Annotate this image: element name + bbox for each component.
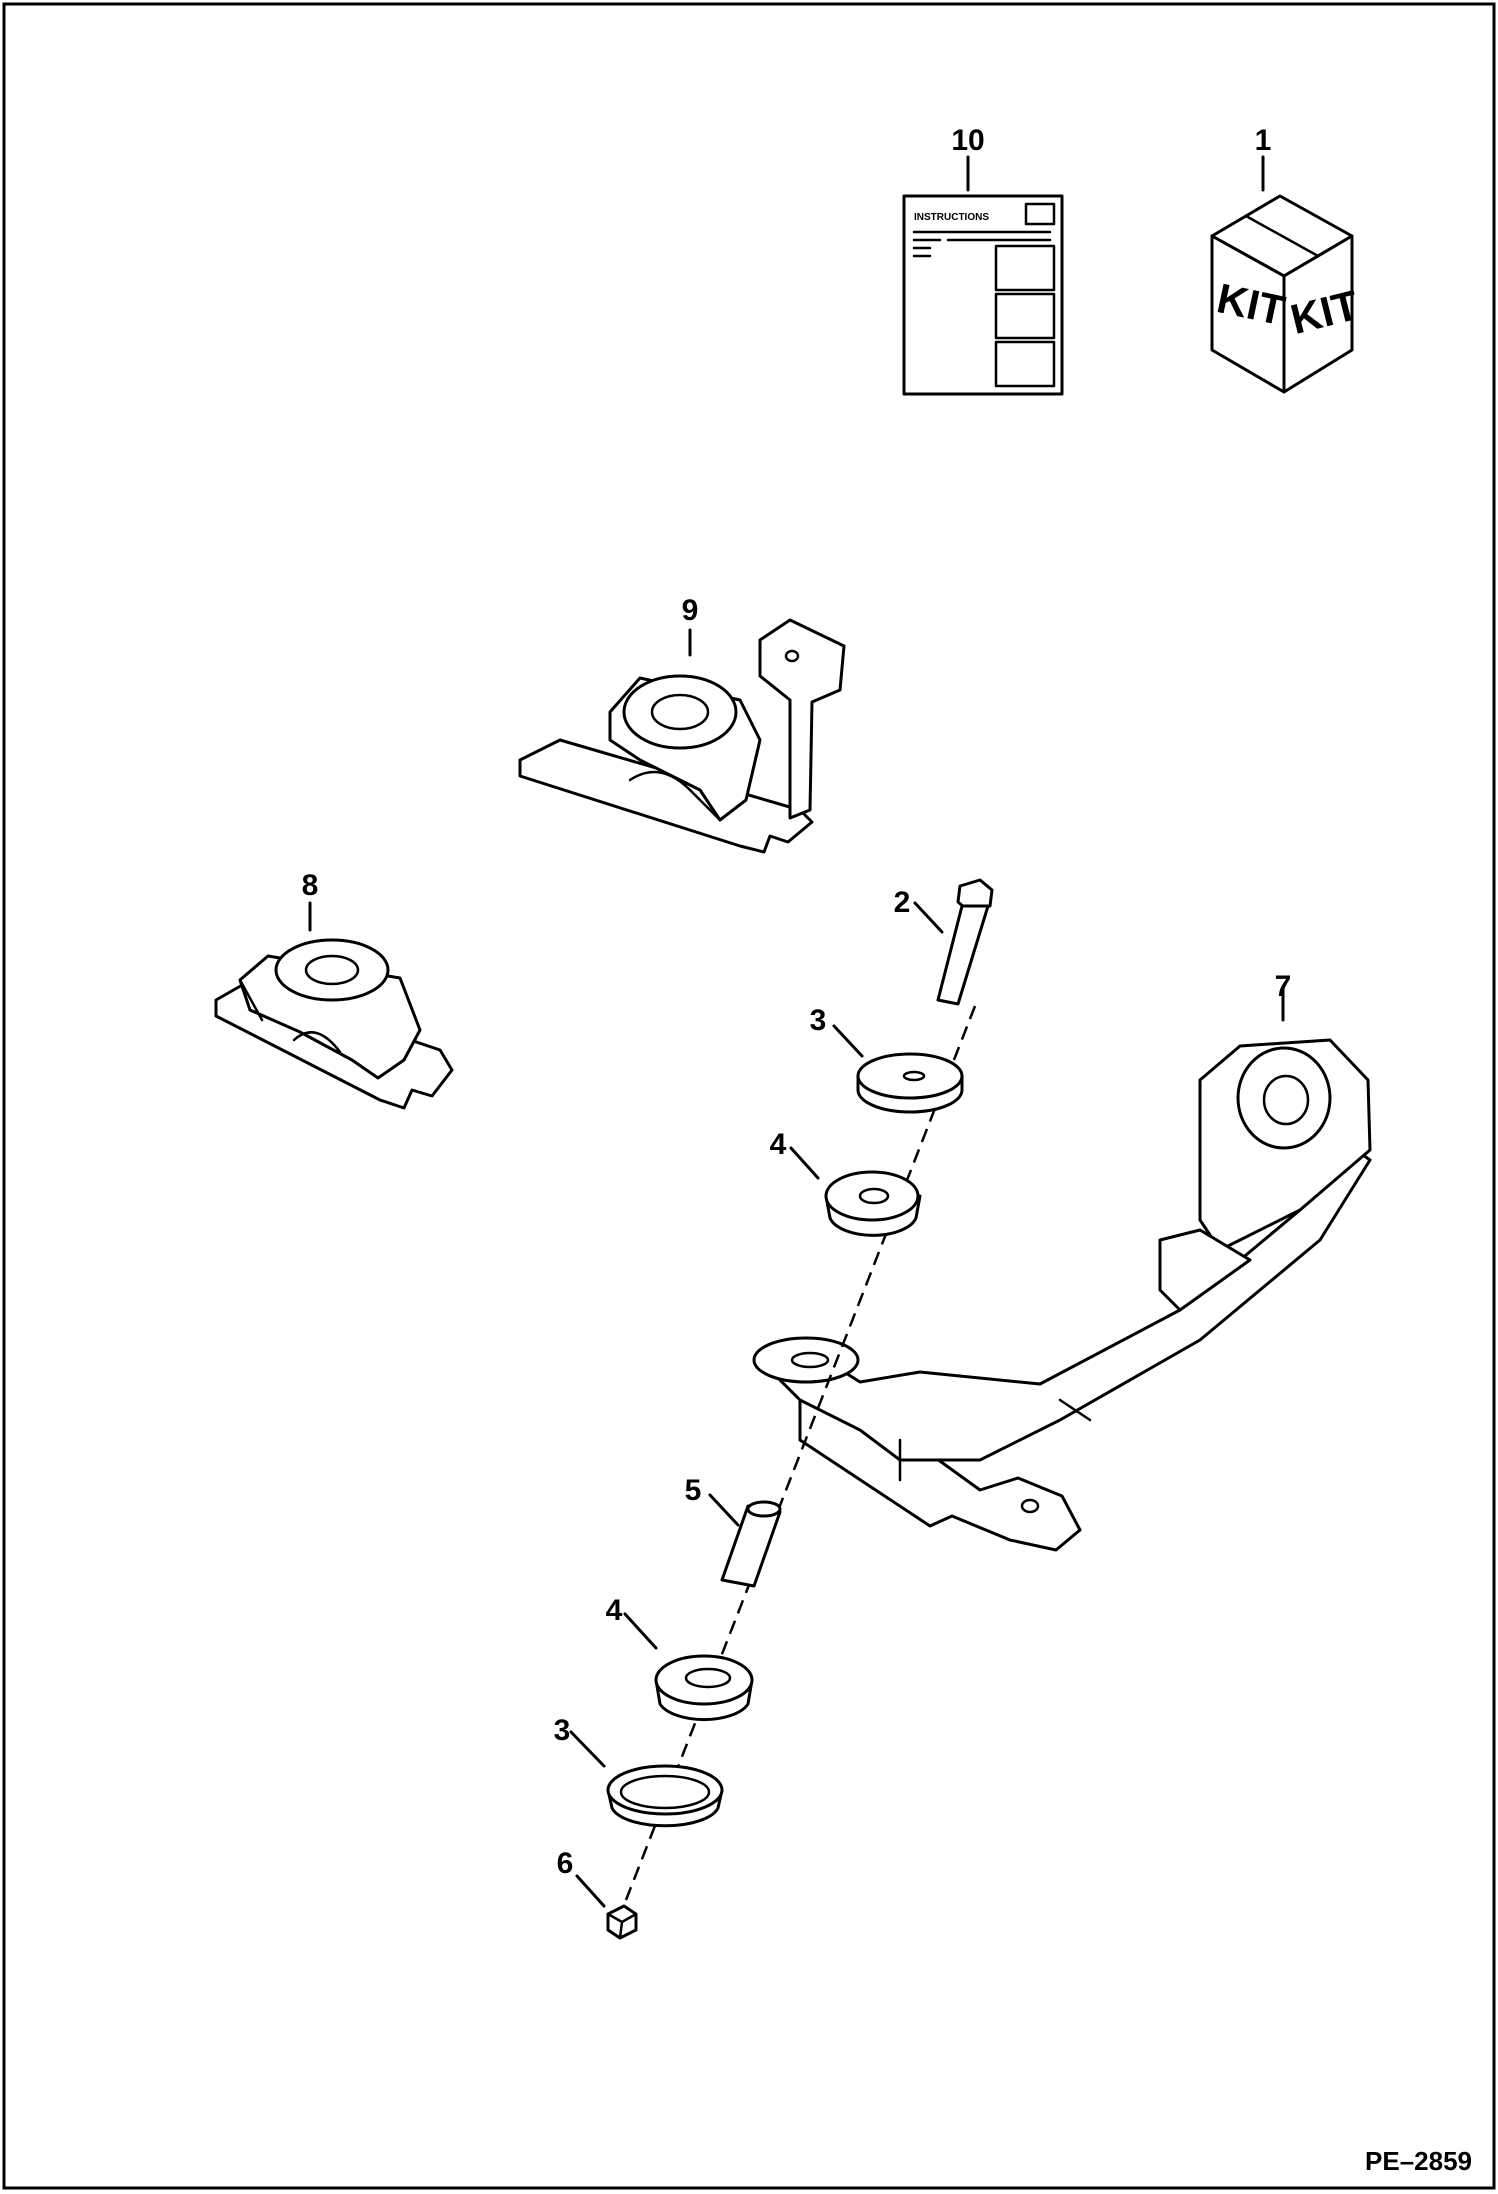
callout-2: 2 [894,886,911,919]
spacer [708,1493,782,1588]
bushing-top [789,1146,922,1237]
nut [575,1874,638,1940]
kit-box: KIT KIT [1210,155,1363,394]
leader-2 [913,901,944,934]
document-id: PE–2859 [1365,2146,1472,2176]
callout-9: 9 [682,594,699,627]
callout-4-top: 4 [770,1128,787,1161]
callout-3-bottom: 3 [554,1714,571,1747]
upper-mount-bracket [518,618,846,854]
assembly-centerline [624,1005,977,1901]
leader-5 [708,1493,740,1527]
callout-1: 1 [1255,124,1272,157]
washer-top [832,1024,964,1114]
instructions-heading: INSTRUCTIONS [914,212,989,223]
callout-5: 5 [685,1474,702,1507]
leader-4-top [789,1146,820,1180]
leader-3-bottom [569,1730,606,1768]
callout-3-top: 3 [810,1004,827,1037]
callout-10: 10 [951,124,984,157]
callout-7: 7 [1275,970,1292,1003]
bolt [913,878,994,1006]
callout-8: 8 [302,869,319,902]
instructions-sheet: INSTRUCTIONS [902,155,1064,396]
leader-4-bottom [623,1612,658,1650]
callout-4-bottom: 4 [606,1594,623,1627]
bushing-bottom [623,1612,754,1722]
callout-6: 6 [557,1847,574,1880]
left-mount-bracket [214,901,454,1110]
leader-3-top [832,1024,864,1058]
washer-bottom [569,1730,724,1828]
leader-6 [575,1874,606,1908]
main-bracket [752,988,1372,1552]
